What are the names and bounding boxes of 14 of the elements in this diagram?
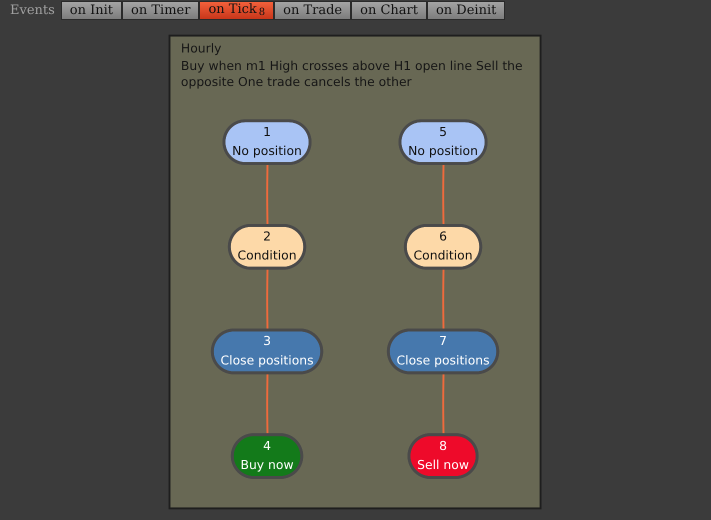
block-count: 8	[258, 7, 266, 18]
connector	[442, 373, 445, 436]
event-tab: on Init	[60, 1, 122, 20]
tabs-caption: Events	[9, 2, 56, 20]
connector	[442, 164, 445, 226]
event-tab: on Chart	[351, 1, 427, 20]
event-tab: on Trade	[274, 1, 352, 20]
connector	[442, 268, 445, 331]
event-tab: on Deinit	[426, 1, 506, 20]
connector	[266, 268, 269, 331]
event-tab: on Timer	[122, 1, 200, 20]
connector	[266, 373, 269, 436]
connector	[266, 164, 269, 226]
event-tab: on Tick$_{8}$	[199, 1, 274, 20]
